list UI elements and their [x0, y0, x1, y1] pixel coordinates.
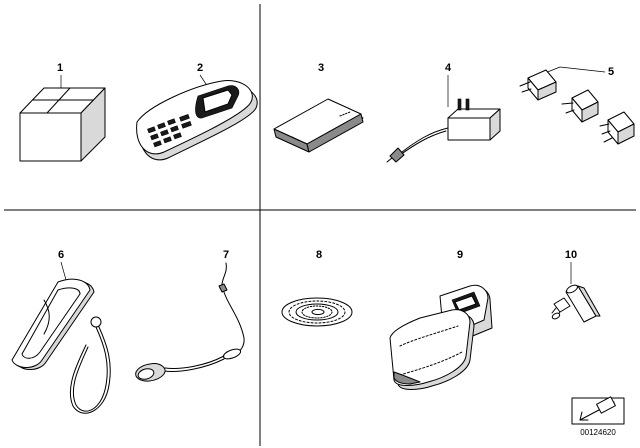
part-number-3: 3 — [318, 62, 324, 74]
part-5[interactable]: 5 — [519, 66, 635, 145]
part-number-1: 1 — [57, 62, 63, 74]
part-number-5: 5 — [608, 66, 614, 78]
keypad-icon — [147, 114, 192, 148]
arrow-icon — [579, 396, 616, 421]
box-icon — [19, 87, 106, 162]
part-4[interactable]: 4 — [386, 62, 501, 163]
part-number-10: 10 — [565, 249, 577, 261]
part-number-7: 7 — [223, 249, 229, 261]
part-1[interactable]: 1 — [19, 62, 106, 162]
part-10[interactable]: 10 — [551, 249, 601, 323]
mobile-phone-icon — [136, 80, 258, 161]
part-2[interactable]: 2 — [136, 62, 258, 161]
battery-pack-icon — [273, 98, 364, 153]
antenna-adapter-icon — [551, 284, 601, 323]
cd-rom-icon — [281, 297, 353, 327]
leather-pouch-icon — [389, 284, 493, 390]
reference-stamp: 00124620 — [571, 396, 625, 437]
charger-icon — [386, 98, 501, 163]
part-number-8: 8 — [316, 249, 322, 261]
part-number-6: 6 — [58, 249, 64, 261]
part-6[interactable]: 6 — [11, 249, 111, 414]
headset-icon — [135, 262, 245, 382]
part-number-9: 9 — [457, 249, 463, 261]
part-9[interactable]: 9 — [389, 249, 493, 390]
reference-number: 00124620 — [580, 428, 616, 437]
part-3[interactable]: 3 — [273, 62, 364, 153]
adapter-plugs-icon — [519, 69, 635, 145]
part-number-2: 2 — [197, 62, 203, 74]
part-number-4: 4 — [445, 62, 452, 74]
part-7[interactable]: 7 — [135, 249, 245, 382]
part-8[interactable]: 8 — [281, 249, 353, 327]
phone-case-icon — [11, 278, 111, 414]
